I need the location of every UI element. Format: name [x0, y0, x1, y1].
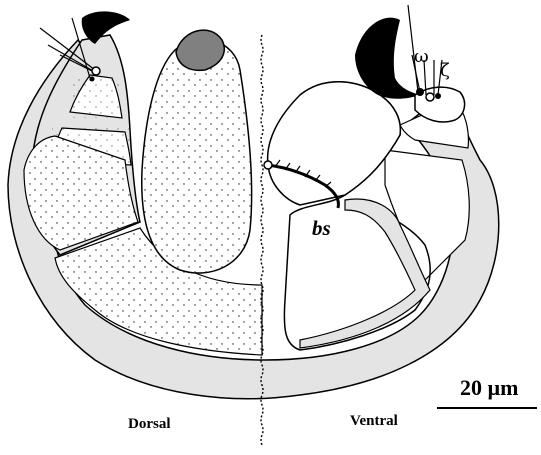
dorsal-seta-socket: [92, 67, 100, 75]
scale-label: 20 µm: [460, 375, 519, 400]
bs-label: bs: [312, 216, 331, 240]
dorsal-label: Dorsal: [128, 416, 171, 432]
omega-label: ω: [414, 46, 429, 67]
ventral-label: Ventral: [350, 413, 398, 429]
scale-bar: 20 µm: [437, 375, 537, 408]
sclerite-cap: [176, 30, 224, 70]
zeta-label: ζ: [440, 60, 450, 81]
